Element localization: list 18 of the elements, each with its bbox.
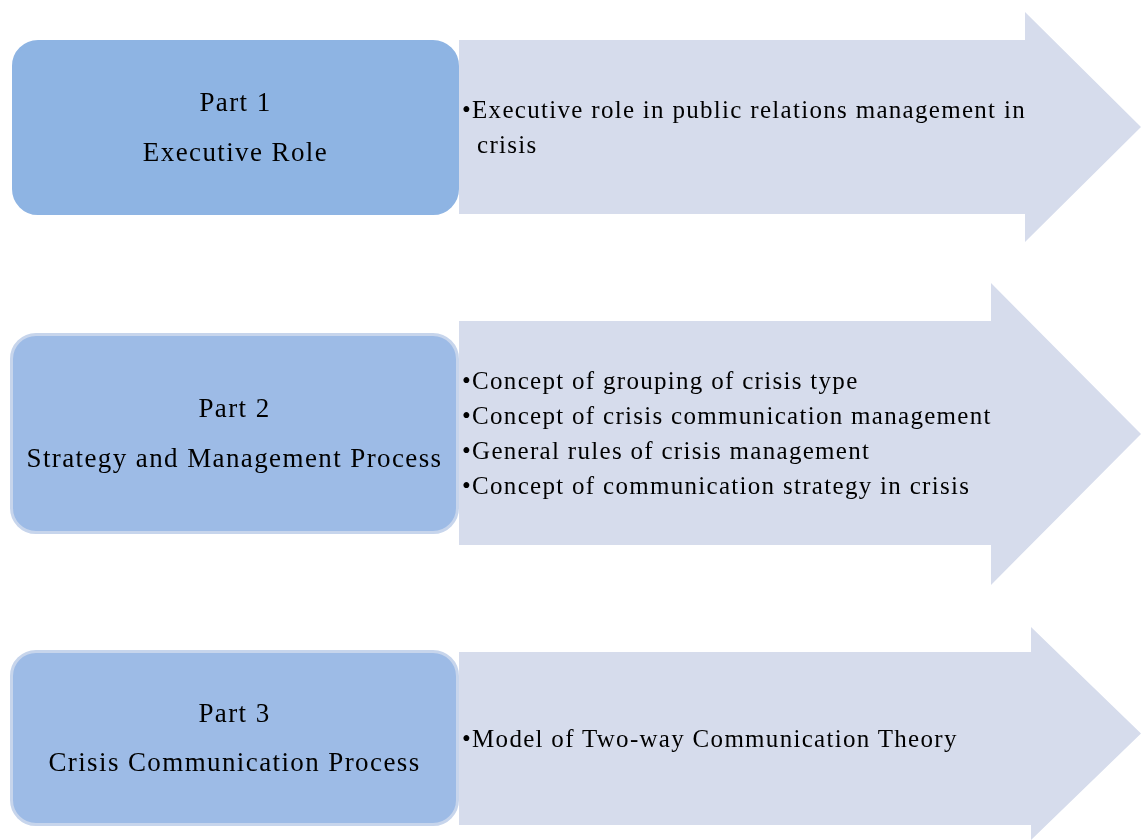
arrow-shape	[459, 12, 1141, 242]
part-title: Strategy and Management Process	[26, 441, 443, 475]
bullet-text: •Concept of grouping of crisis type	[462, 366, 860, 396]
bullet-text: •General rules of crisis management	[462, 436, 872, 466]
arrow-shape	[459, 283, 1141, 585]
part-box	[10, 333, 459, 534]
bullet-text: •Concept of crisis communication management	[462, 401, 993, 431]
part-number: Part 2	[198, 392, 271, 426]
arrow-shape	[459, 627, 1141, 840]
part-title: Executive Role	[142, 135, 329, 169]
part-number: Part 1	[199, 86, 272, 120]
part-box	[12, 40, 459, 215]
part-title: Crisis Communication Process	[48, 746, 421, 779]
part-box	[10, 650, 459, 826]
bullet-text: •Executive role in public relations management in crisis	[462, 95, 1027, 160]
bullet-text: •Concept of communication strategy in crisis	[462, 471, 972, 501]
bullet-text: •Model of Two-way Communication Theory	[462, 724, 959, 754]
part-number: Part 3	[198, 696, 271, 730]
